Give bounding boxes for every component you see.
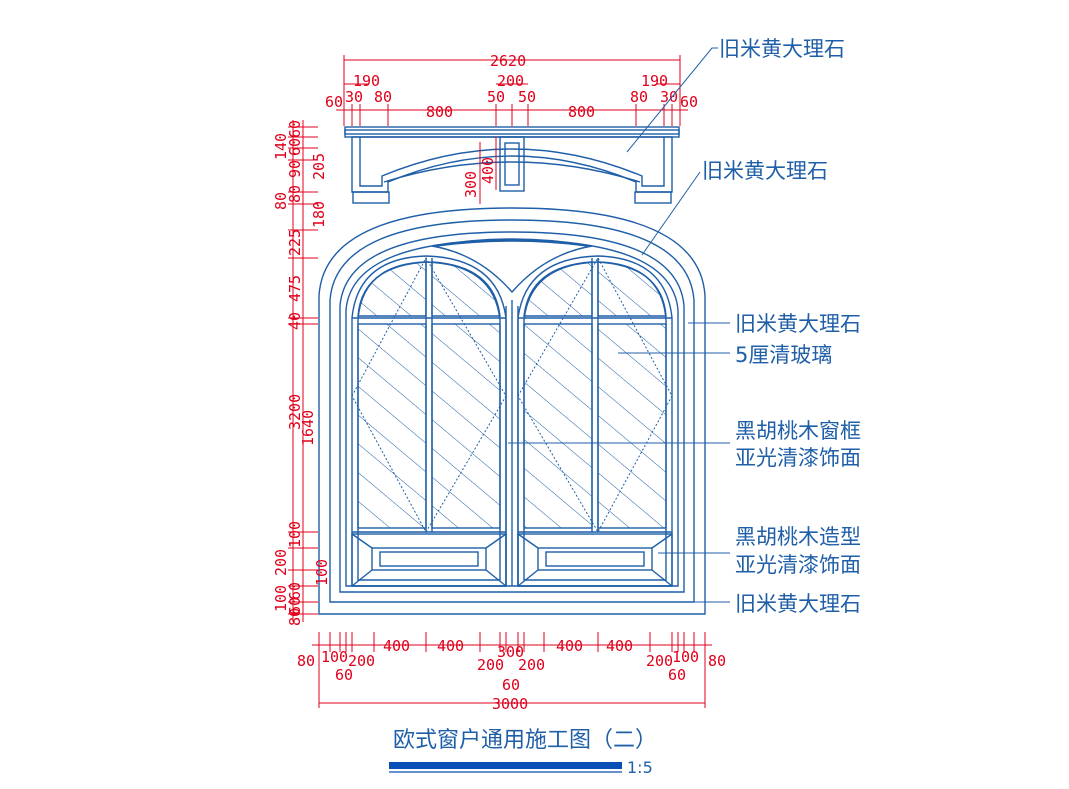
title-underline-bar: [389, 762, 622, 769]
dim-bottom-100-right: 100: [672, 648, 699, 666]
dim-top-190-right: 190: [641, 72, 668, 90]
annotation-walnut-panel: 黑胡桃木造型: [735, 525, 861, 549]
dim-bottom-80-left: 80: [297, 652, 315, 670]
dim-top-800-left: 800: [426, 103, 453, 121]
dim-left-100-b: 100: [313, 559, 331, 586]
dim-top-60-left: 60: [325, 93, 343, 111]
dim-left-225: 225: [286, 229, 304, 256]
dim-bottom-200-center-right: 200: [518, 656, 545, 674]
annotation-matte-finish-1: 亚光清漆饰面: [735, 446, 861, 470]
window-pediment: [344, 126, 680, 204]
dim-top-80-left: 80: [374, 88, 392, 106]
dim-top-200: 200: [497, 72, 524, 90]
glass-panes: [357, 261, 667, 529]
dim-bottom-200-right: 200: [646, 652, 673, 670]
annotation-marble-top: 旧米黄大理石: [719, 37, 845, 61]
opening-lines: [351, 256, 673, 534]
leader-lines: [508, 47, 730, 603]
dim-left-205: 205: [310, 153, 328, 180]
dim-left-475: 475: [286, 275, 304, 302]
dim-left-200: 200: [272, 549, 290, 576]
annotation-walnut-frame: 黑胡桃木窗框: [735, 419, 861, 443]
dim-bottom-300: 300: [497, 643, 524, 661]
dim-top-30-left: 30: [345, 88, 363, 106]
dim-bottom-200-center-left: 200: [477, 656, 504, 674]
dim-top-30-right: 30: [660, 88, 678, 106]
dim-bottom-60-right: 60: [668, 666, 686, 684]
dim-top-190-left: 190: [353, 72, 380, 90]
dim-left-80-b: 80: [286, 185, 304, 203]
dim-bottom-3000: 3000: [492, 695, 528, 713]
dimension-text-left: 140 80 60 60 90 80 205 180 225 475 40 32…: [272, 120, 331, 626]
dim-left-90: 90: [286, 160, 304, 178]
dimension-text-inner: 300 400: [462, 157, 497, 198]
dim-left-60-b: 60: [286, 138, 304, 156]
dim-left-180: 180: [310, 201, 328, 228]
lower-panels: [351, 533, 673, 587]
dim-top-800-right: 800: [568, 103, 595, 121]
dim-left-3200: 3200: [286, 394, 304, 430]
dim-bottom-100-left: 100: [321, 648, 348, 666]
annotation-marble-surround: 旧米黄大理石: [735, 312, 861, 336]
dim-bottom-400-b: 400: [437, 637, 464, 655]
dim-left-60-d: 60: [286, 597, 304, 615]
dimension-lines: [288, 55, 712, 708]
annotation-marble-sill: 旧米黄大理石: [735, 592, 861, 616]
dim-top-2620: 2620: [490, 52, 526, 70]
dim-left-40: 40: [286, 312, 304, 330]
dim-left-100-c: 100: [272, 585, 290, 612]
dim-left-60-c: 60: [286, 582, 304, 600]
dim-top-60-right: 60: [680, 93, 698, 111]
dim-inner-400: 400: [479, 157, 497, 184]
annotation-marble-arch: 旧米黄大理石: [702, 159, 828, 183]
dim-bottom-400-c: 400: [556, 637, 583, 655]
annotation-glass: 5厘清玻璃: [735, 343, 832, 367]
dim-top-80-right: 80: [630, 88, 648, 106]
dim-top-50-left: 50: [487, 88, 505, 106]
dim-inner-300: 300: [462, 171, 480, 198]
dim-bottom-400-d: 400: [606, 637, 633, 655]
dim-bottom-80-right: 80: [708, 652, 726, 670]
dim-left-100: 100: [286, 521, 304, 548]
dim-bottom-400-a: 400: [383, 637, 410, 655]
dim-left-80-c: 80: [286, 608, 304, 626]
dim-left-60-a: 60: [286, 120, 304, 138]
annotation-matte-finish-2: 亚光清漆饰面: [735, 553, 861, 577]
drawing-scale: 1:5: [627, 758, 653, 777]
dim-left-80: 80: [272, 192, 290, 210]
dim-bottom-60-left: 60: [335, 666, 353, 684]
dim-left-1640: 1640: [299, 410, 317, 446]
dimension-text-top: 2620 190 200 190 60 30 80 800 50 50 800 …: [325, 52, 698, 121]
drawing-title: 欧式窗户通用施工图（二）: [393, 728, 657, 753]
dimension-text-bottom: 80 100 200 400 400 300 400 400 200 100 8…: [297, 637, 726, 713]
dim-top-50-right: 50: [518, 88, 536, 106]
dim-bottom-60-center: 60: [502, 676, 520, 694]
annotations: 旧米黄大理石 旧米黄大理石 旧米黄大理石 5厘清玻璃 黑胡桃木窗框 亚光清漆饰面…: [702, 37, 861, 616]
dim-bottom-200-left: 200: [348, 652, 375, 670]
dim-left-140: 140: [272, 133, 290, 160]
